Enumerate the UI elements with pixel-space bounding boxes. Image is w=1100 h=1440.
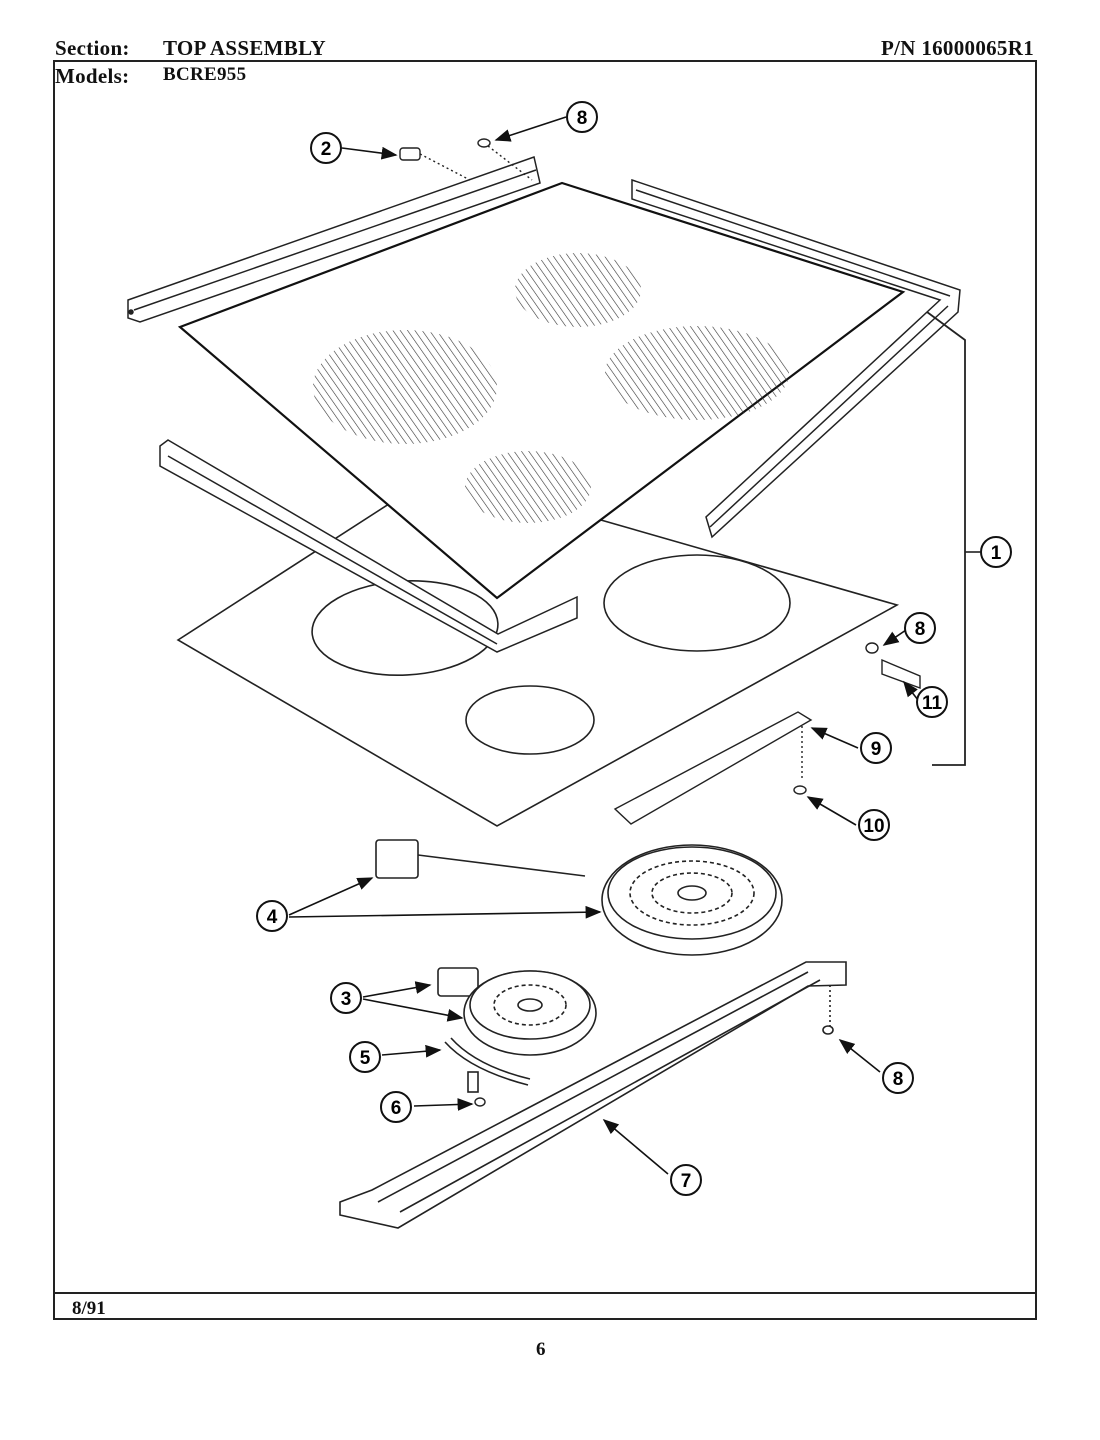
front-trim xyxy=(159,439,578,653)
svg-text:10: 10 xyxy=(863,816,884,837)
bracket-part-5 xyxy=(444,1037,531,1093)
support-rail-part-7 xyxy=(339,961,847,1229)
callout-10: 10 xyxy=(858,809,890,841)
diagram-frame xyxy=(53,60,1037,1320)
svg-text:7: 7 xyxy=(681,1171,692,1192)
callout-8-top: 8 xyxy=(566,101,598,133)
small-element-part-3 xyxy=(437,967,597,1056)
svg-text:9: 9 xyxy=(871,739,882,760)
callout-1: 1 xyxy=(980,536,1012,568)
callout-6: 6 xyxy=(380,1091,412,1123)
footer-divider xyxy=(53,1292,1037,1294)
callout-3: 3 xyxy=(330,982,362,1014)
screw-part-6 xyxy=(474,1097,486,1107)
svg-text:5: 5 xyxy=(360,1048,371,1069)
leader-lines xyxy=(288,116,919,1175)
section-label: Section: xyxy=(55,36,130,60)
svg-text:8: 8 xyxy=(893,1069,904,1090)
strap-part-9 xyxy=(613,711,813,825)
screw-part-8-top xyxy=(477,138,533,181)
svg-text:11: 11 xyxy=(922,693,943,714)
svg-text:2: 2 xyxy=(321,139,332,160)
callout-11: 11 xyxy=(916,686,948,718)
revision-date: 8/91 xyxy=(72,1298,106,1319)
svg-text:6: 6 xyxy=(391,1098,402,1119)
left-side-trim xyxy=(127,156,541,323)
callout-5: 5 xyxy=(349,1041,381,1073)
callout-2: 2 xyxy=(310,132,342,164)
glass-cooktop xyxy=(177,181,906,600)
callout-7: 7 xyxy=(670,1164,702,1196)
page-number: 6 xyxy=(536,1339,546,1360)
callout-4: 4 xyxy=(256,900,288,932)
callout-8-rail: 8 xyxy=(882,1062,914,1094)
models-value: BCRE955 xyxy=(163,64,247,85)
liner-sheet xyxy=(176,472,900,827)
section-title: TOP ASSEMBLY xyxy=(163,36,326,60)
svg-text:1: 1 xyxy=(991,543,1002,564)
svg-text:3: 3 xyxy=(341,989,352,1010)
svg-text:4: 4 xyxy=(267,907,278,928)
callout-9: 9 xyxy=(860,732,892,764)
screw-part-10 xyxy=(793,785,807,795)
right-side-trim xyxy=(631,178,961,539)
screw-part-2 xyxy=(399,147,471,181)
clip-part-11 xyxy=(865,642,921,690)
callout-8-clip: 8 xyxy=(904,612,936,644)
part-number: P/N 16000065R1 xyxy=(881,36,1034,60)
svg-text:8: 8 xyxy=(915,619,926,640)
svg-text:8: 8 xyxy=(577,108,588,129)
models-label: Models: xyxy=(55,64,130,88)
large-element-part-4 xyxy=(375,839,783,956)
